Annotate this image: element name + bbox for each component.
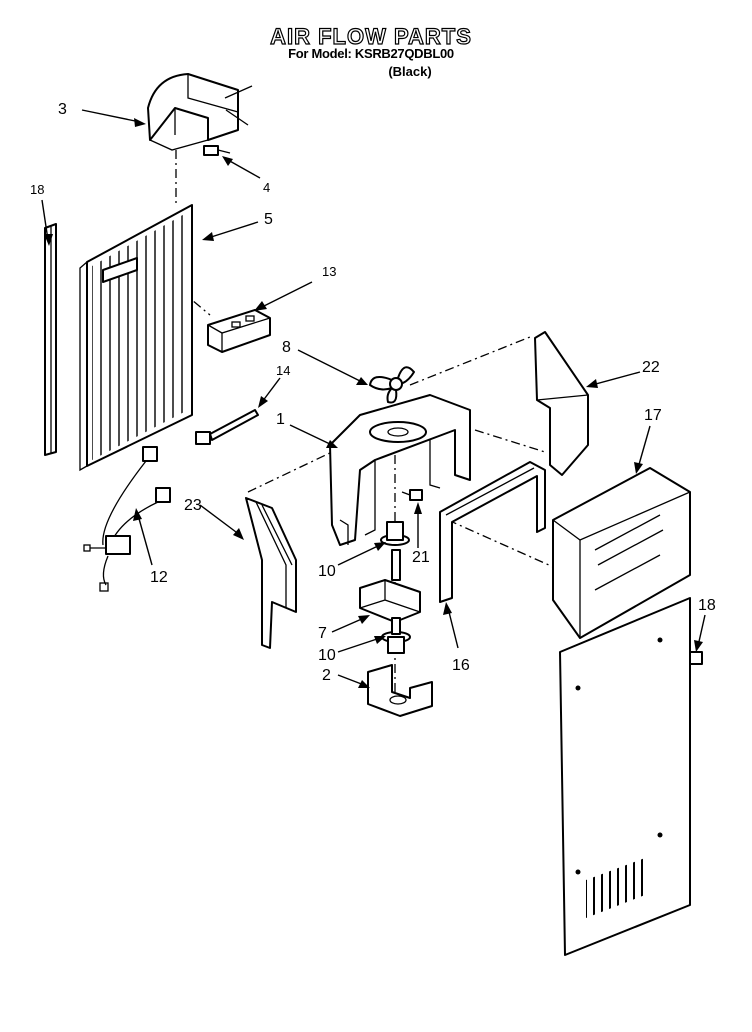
- callout-18: 18: [698, 597, 716, 614]
- part-10-grommet-lower: [381, 631, 411, 654]
- part-2-motor-bracket: [367, 664, 433, 717]
- part-5-evaporator-cover: [79, 204, 193, 472]
- callout-1: 1: [276, 411, 285, 428]
- callout-11: 13: [322, 264, 336, 279]
- callout-14: 14: [276, 363, 290, 378]
- part-13-u-channel: [439, 461, 546, 603]
- part-16-gasket-strip: [44, 223, 57, 456]
- callout-16: 18: [30, 182, 44, 197]
- callout-8: 8: [282, 339, 291, 356]
- part-4-screw: [203, 145, 231, 156]
- part-17-air-duct: [552, 467, 691, 639]
- part-22-right-baffle: [534, 331, 589, 476]
- callout-10-lower: 10: [318, 647, 336, 664]
- callout-2: 2: [322, 667, 331, 684]
- callout-3: 3: [58, 101, 67, 118]
- callout-4: 4: [263, 180, 270, 195]
- part-14-defrost-sensor: [195, 409, 259, 445]
- part-10-grommet-upper: [380, 521, 410, 546]
- callout-23: 23: [184, 497, 202, 514]
- variant-label: (Black): [388, 64, 432, 79]
- callout-7: 7: [318, 625, 327, 642]
- part-12-wire-harness: [83, 446, 171, 592]
- callout-labels: 3 4 18 5 13 8 14 1 23 12 10 21 7 10 2 16…: [30, 101, 716, 684]
- callout-13: 16: [452, 657, 470, 674]
- part-1-fan-housing: [329, 394, 471, 546]
- lower-duct-panel: [559, 597, 691, 956]
- part-3-duct-cap: [147, 73, 253, 151]
- part-21-screw: [401, 489, 423, 501]
- callout-22: 22: [642, 359, 660, 376]
- model-line: For Model: KSRB27QDBL00: [288, 46, 454, 61]
- callout-21: 21: [412, 549, 430, 566]
- part-11-bracket: [207, 309, 271, 353]
- callout-5: 5: [264, 211, 273, 228]
- part-23-left-baffle: [245, 497, 297, 649]
- callout-10-upper: 10: [318, 563, 336, 580]
- callout-17: 17: [644, 407, 662, 424]
- part-8-fan-blade: [369, 366, 415, 404]
- callout-12: 12: [150, 569, 168, 586]
- diagram-title: AIR FLOW PARTS: [269, 23, 472, 49]
- leader-lines: [41, 109, 706, 688]
- part-7-fan-motor: [359, 549, 421, 635]
